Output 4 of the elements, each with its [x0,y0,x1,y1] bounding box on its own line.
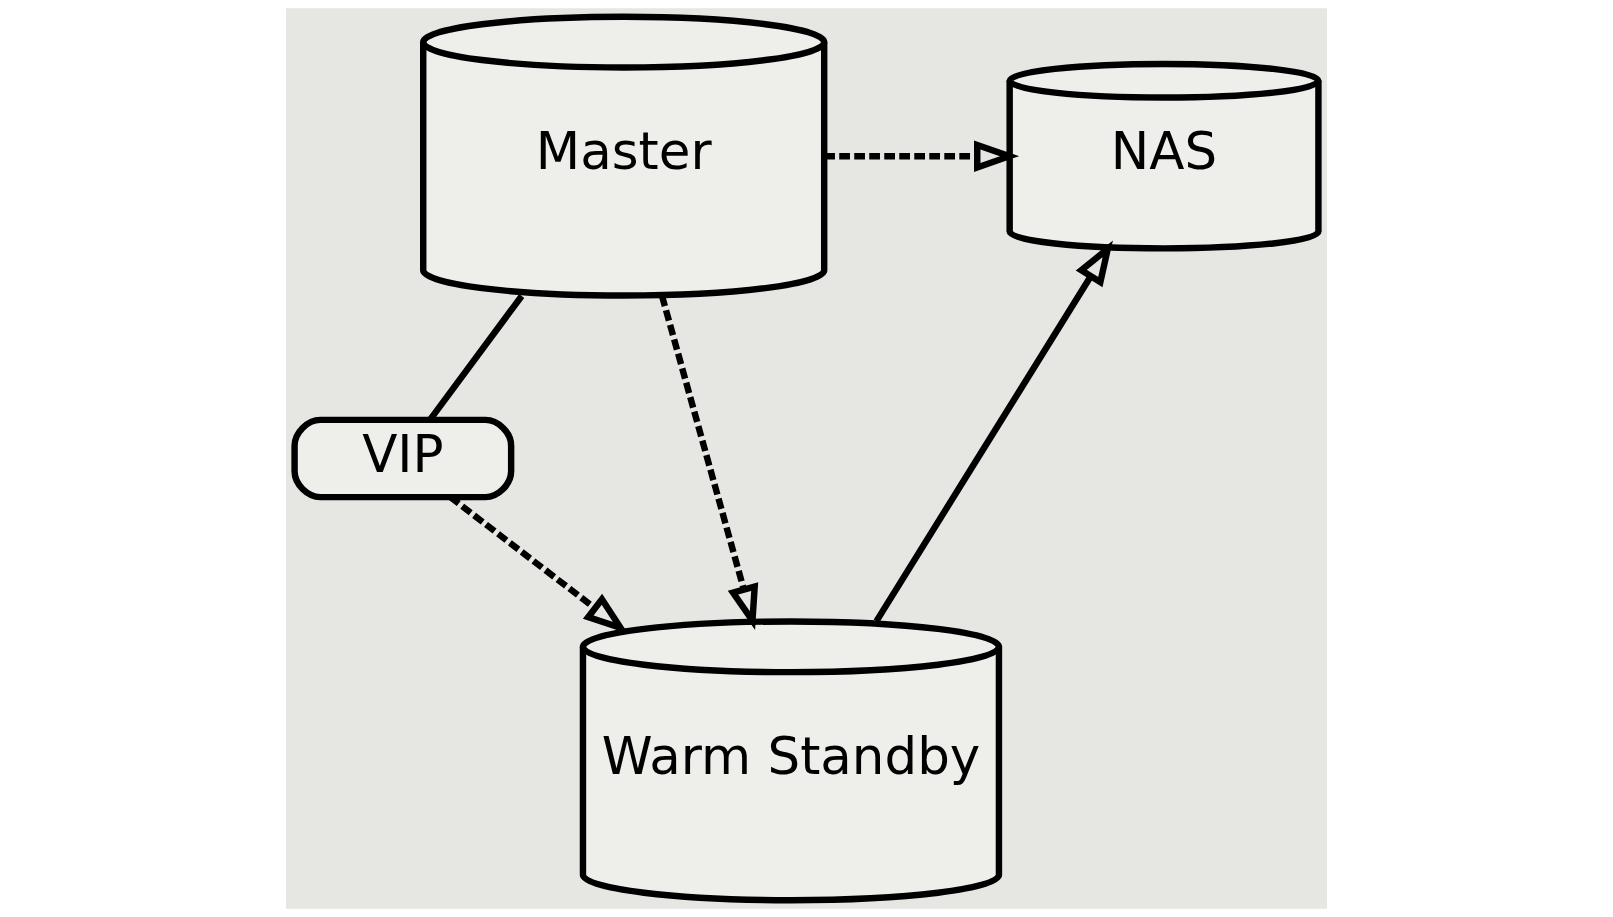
arrow [658,295,759,630]
arrow [824,140,1020,172]
arrow [873,240,1113,623]
node-box: VIP [291,416,515,501]
